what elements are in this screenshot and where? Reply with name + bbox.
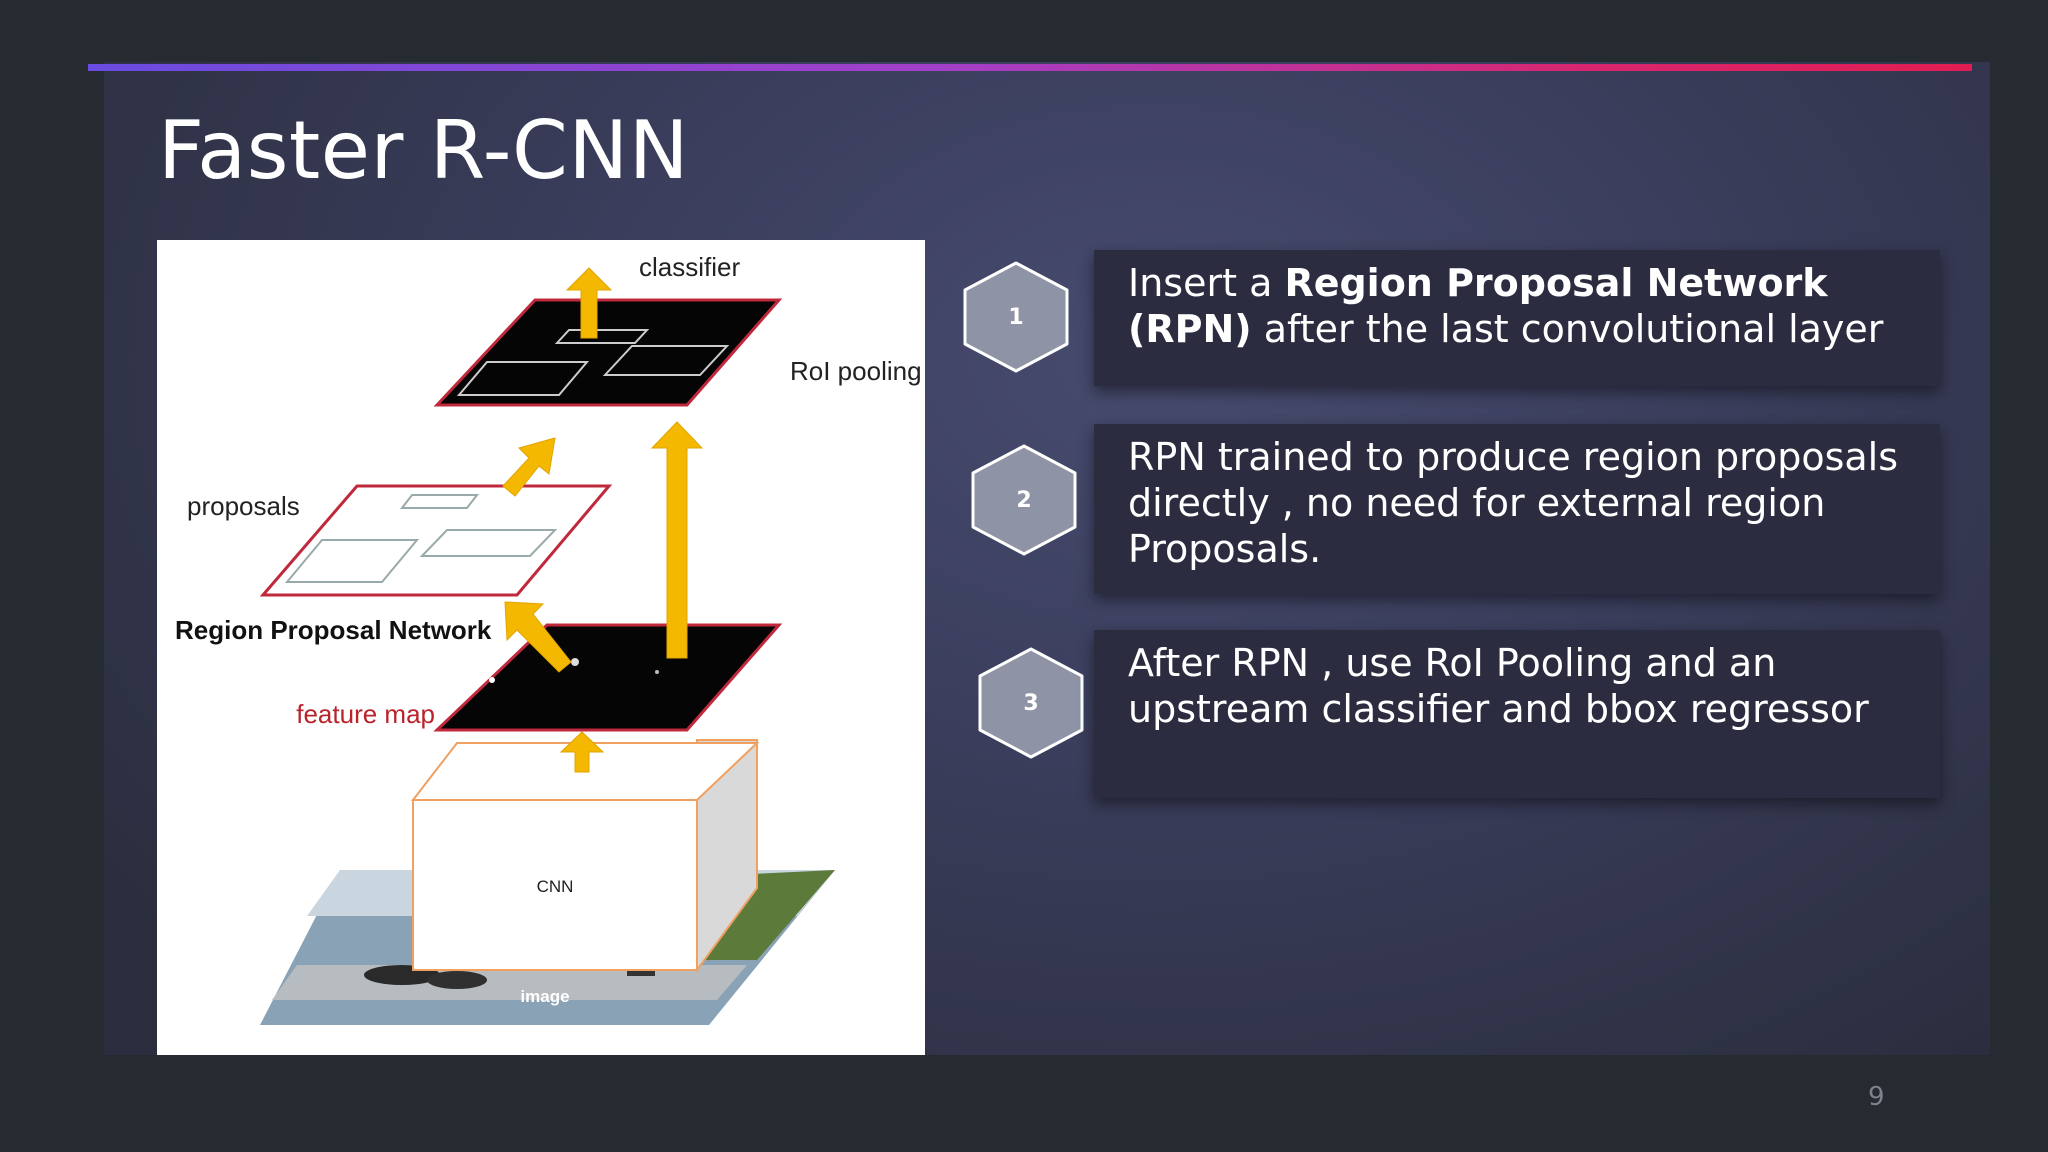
step-2-card: RPN trained to produce region proposals … [1094, 424, 1940, 594]
roi-pooling-label: RoI pooling [790, 356, 922, 386]
step-2-number: 2 [1016, 487, 1032, 513]
arrow-rpn [504, 601, 572, 673]
arrow-feature-map-to-roi [650, 421, 704, 659]
step-1-text-post: after the last convolutional layer [1251, 307, 1884, 351]
roi-pooling-plane [433, 298, 783, 407]
cnn-label: CNN [537, 877, 574, 896]
step-2-text: RPN trained to produce region proposals … [1128, 435, 1899, 571]
cnn-block [410, 739, 760, 974]
slide-title: Faster R-CNN [158, 104, 690, 197]
rpn-label: Region Proposal Network [175, 615, 492, 645]
proposals-label: proposals [187, 491, 300, 521]
title-accent-bar [88, 64, 1972, 71]
step-1-hexagon: 1 [961, 260, 1071, 374]
step-3-hexagon: 3 [976, 646, 1086, 760]
step-2-hexagon: 2 [969, 443, 1079, 557]
page-number: 9 [1868, 1082, 1885, 1112]
step-1-card: Insert a Region Proposal Network (RPN) a… [1094, 250, 1940, 386]
faster-rcnn-diagram: CNN image feature map Region Proposal Ne… [157, 240, 925, 1055]
image-label: image [520, 987, 569, 1006]
feature-map-plane [433, 623, 783, 732]
classifier-label: classifier [639, 252, 740, 282]
step-3-number: 3 [1023, 690, 1039, 716]
arrow-roi-to-classifier [565, 267, 613, 339]
feature-map-label: feature map [296, 699, 435, 729]
step-3-text: After RPN , use RoI Pooling and an upstr… [1128, 641, 1869, 731]
step-1-text-bold: Region Proposal Network (RPN) [1128, 261, 1828, 351]
step-1-text-pre: Insert a [1128, 261, 1285, 305]
arrow-proposals-to-roi [502, 437, 556, 497]
proposals-plane [259, 484, 613, 597]
step-1-number: 1 [1008, 304, 1024, 330]
step-3-card: After RPN , use RoI Pooling and an upstr… [1094, 630, 1940, 798]
arrow-cnn-to-feature-map [559, 731, 605, 773]
